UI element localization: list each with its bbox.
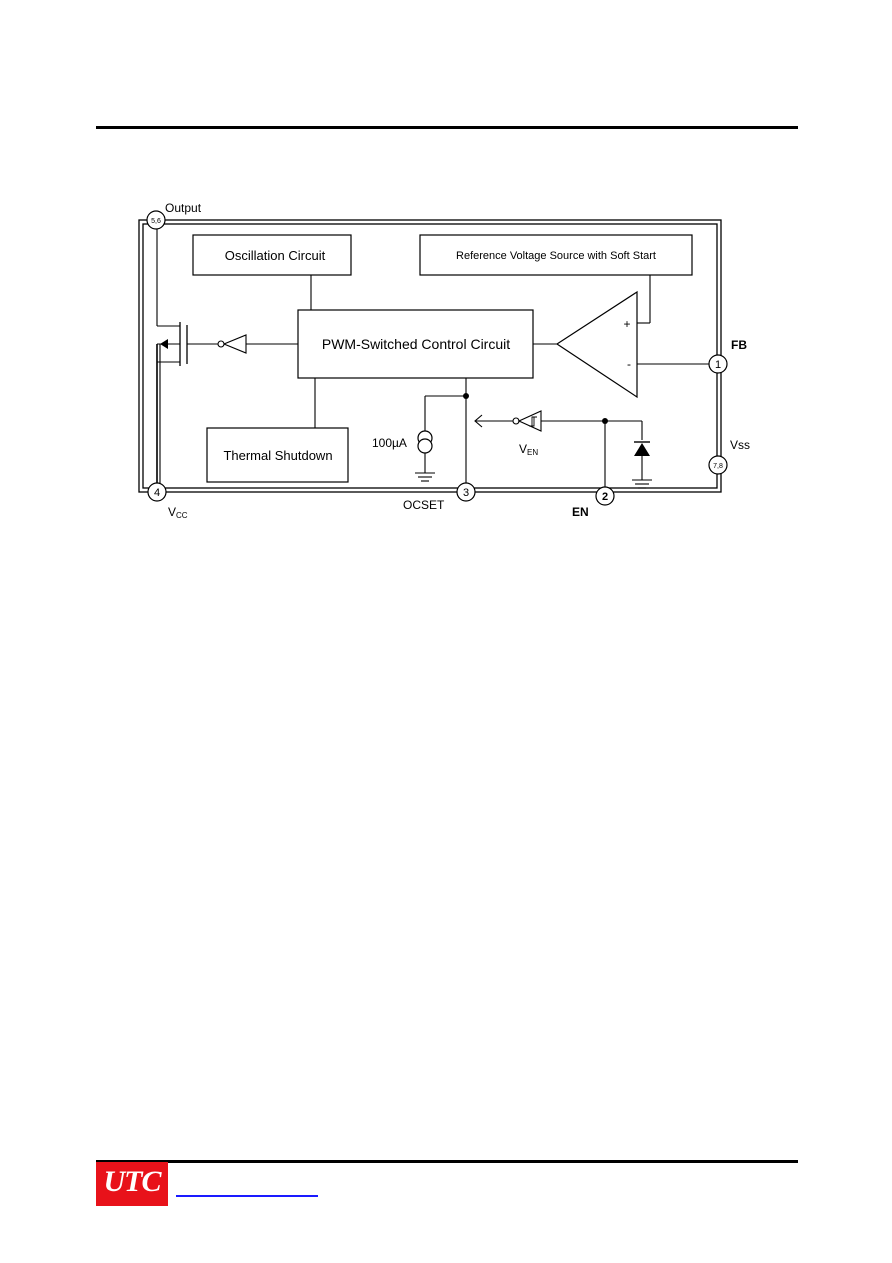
amp-minus: - [627, 357, 631, 371]
ocset-junction [463, 393, 469, 399]
utc-logo-text: UTC [103, 1165, 162, 1198]
pin-output-number: 5,6 [151, 218, 161, 225]
pin-vcc-number: 4 [154, 487, 160, 499]
ground-icon [415, 472, 435, 482]
pwm-block [297, 309, 534, 379]
pin-vss [708, 455, 728, 475]
pin-en-number: 2 [602, 491, 608, 503]
ven-label: VEN [519, 442, 538, 457]
pin-en-label: EN [572, 505, 589, 519]
thermal-label: Thermal Shutdown [223, 448, 332, 463]
pin-fb-number: 1 [715, 359, 721, 371]
utc-logo: UTC [96, 1162, 168, 1206]
footer-rule [96, 1160, 798, 1163]
enable-arrow [474, 414, 483, 428]
amp-plus: + [623, 317, 630, 331]
pin-fb [708, 354, 728, 374]
header-rule [96, 126, 798, 129]
gate-driver-inverter [222, 334, 247, 354]
oscillation-label: Oscillation Circuit [225, 248, 326, 263]
pin-output [146, 210, 166, 230]
pin-fb-label: FB [731, 338, 747, 352]
pin-vss-number: 7,8 [713, 463, 723, 470]
reference-block [419, 234, 693, 276]
reference-label: Reference Voltage Source with Soft Start [456, 250, 656, 262]
error-amplifier [555, 290, 638, 399]
pwm-label: PWM-Switched Control Circuit [322, 336, 510, 352]
pin-ocset-label: OCSET [403, 498, 445, 512]
power-transistor [157, 322, 188, 366]
pin-en [595, 486, 615, 506]
footer-link-underline[interactable] [176, 1195, 318, 1197]
zener-diode-icon [634, 441, 650, 456]
current-source-icon [417, 430, 433, 454]
pin-ocset-number: 3 [463, 487, 469, 499]
pin-vcc [147, 482, 167, 502]
pin-output-label: Output [165, 201, 202, 215]
schmitt-inverter [517, 410, 542, 432]
pin-vss-label: Vss [730, 438, 750, 452]
current-source-label: 100µA [372, 436, 407, 450]
thermal-block [206, 427, 349, 483]
ground-icon [632, 479, 652, 489]
oscillation-block [192, 234, 352, 276]
pin-ocset [456, 482, 476, 502]
pin-vcc-label: VCC [168, 505, 188, 520]
